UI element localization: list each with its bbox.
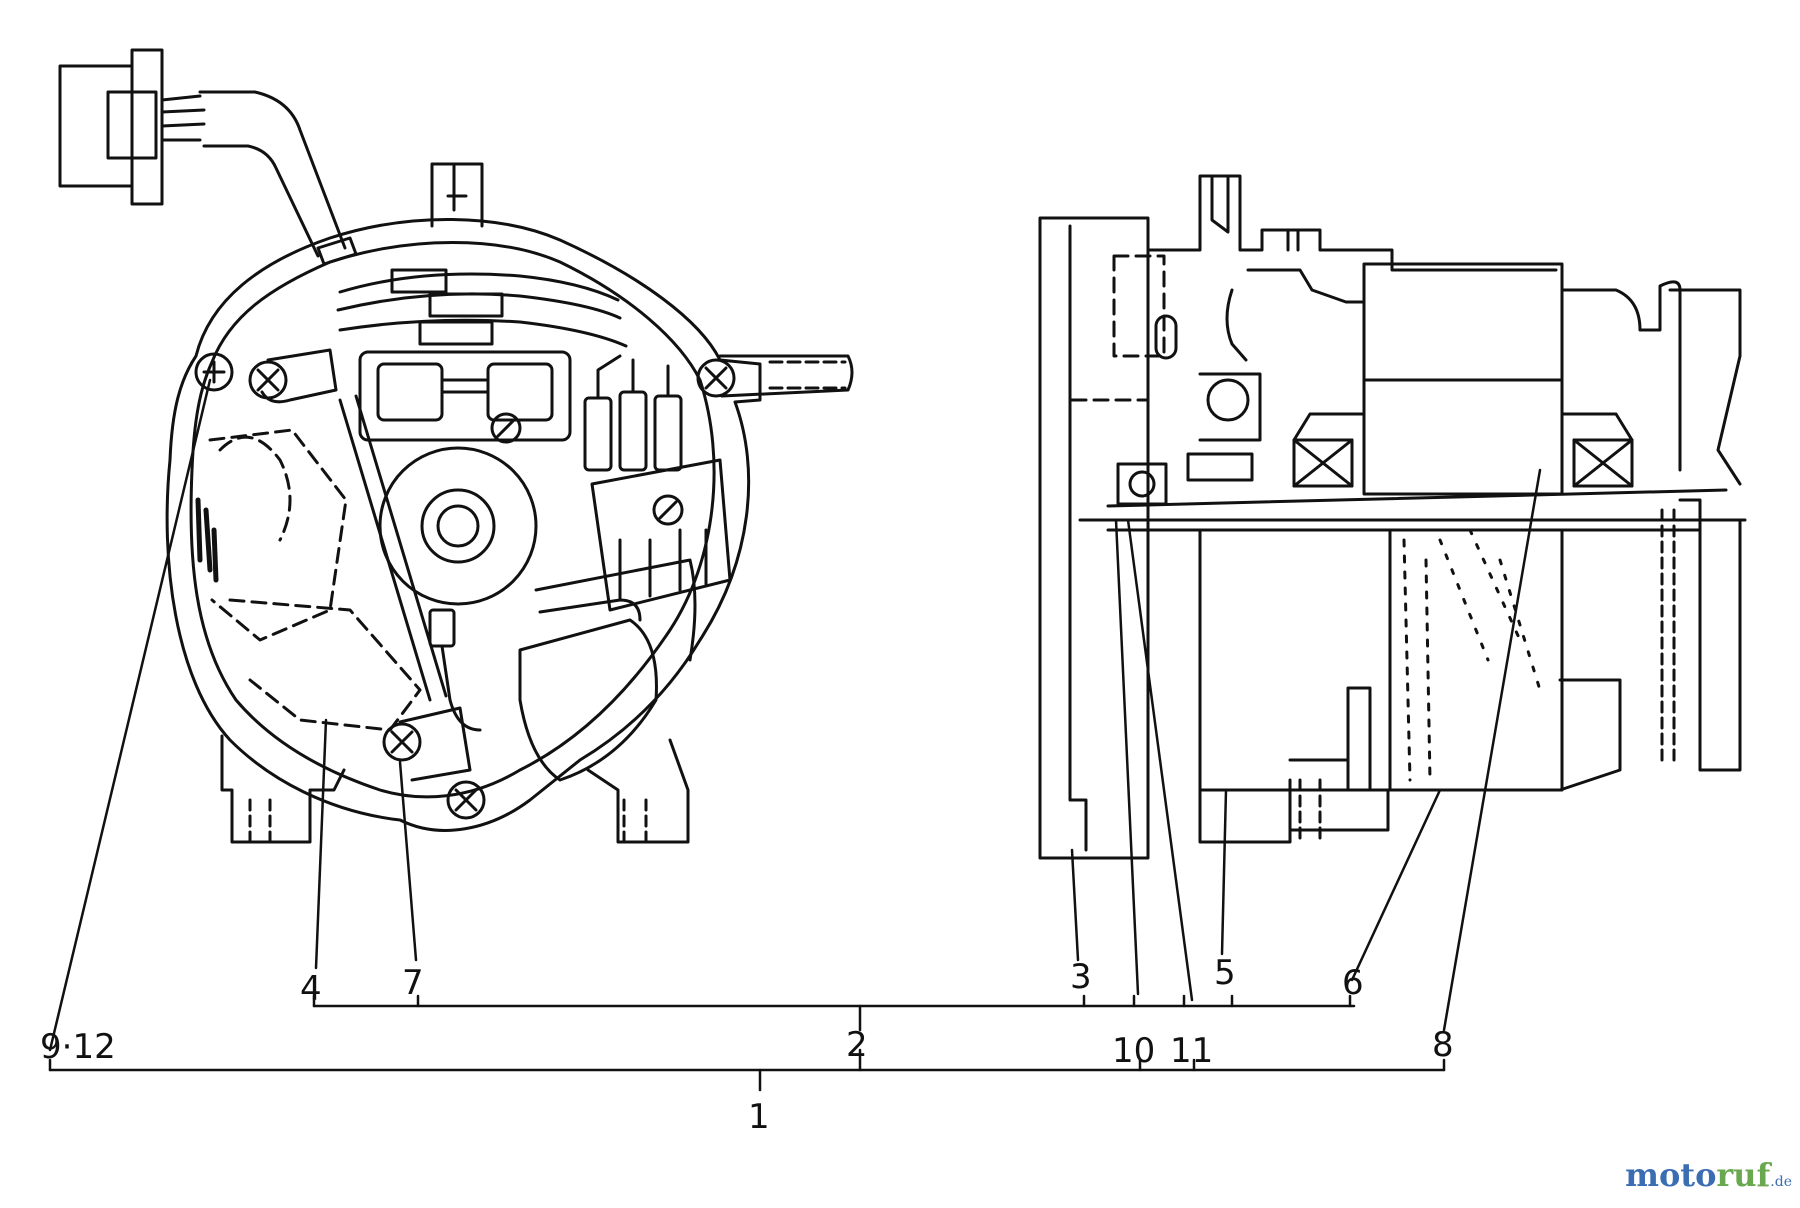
voltage-regulator [590, 458, 732, 612]
screw-icon [382, 722, 422, 762]
screw-icon [194, 352, 234, 392]
rotor-shaft [1078, 488, 1747, 532]
stator-core [1388, 528, 1564, 792]
wire-connector-plug [58, 48, 358, 266]
bottom-mounting-feet [220, 734, 690, 844]
callout-8: 8 [1432, 1025, 1454, 1065]
callout-leaders [48, 378, 1542, 1092]
callout-5: 5 [1214, 953, 1236, 993]
rectifier-terminals [583, 354, 683, 472]
callout-6: 6 [1342, 963, 1364, 1003]
screw-icon [490, 412, 522, 444]
housing-outline [165, 218, 762, 832]
callout-7: 7 [402, 963, 424, 1003]
rear-cover [1038, 216, 1150, 860]
rear-bearing [1116, 462, 1168, 506]
callout-labels: 4 7 3 5 6 2 10 11 8 9·12 1 [40, 953, 1454, 1137]
top-mounting-lug [430, 162, 484, 228]
screw-icon [446, 780, 486, 820]
hidden-brush-box [1070, 254, 1166, 402]
front-housing [1198, 528, 1392, 792]
callout-9-12: 9·12 [40, 1027, 116, 1067]
field-coil [1292, 412, 1634, 488]
small-diode [428, 608, 456, 648]
alternator-front-view [58, 48, 854, 844]
watermark-logo: motoruf.de [1625, 1156, 1792, 1194]
callout-10: 10 [1112, 1031, 1155, 1071]
spoke-window [518, 618, 658, 782]
screw-icon [696, 358, 736, 398]
screw-icon [248, 360, 288, 400]
callout-2: 2 [846, 1025, 868, 1065]
alternator-side-section-view [1038, 174, 1747, 860]
hidden-stator-outline [208, 428, 422, 732]
shaft-center [378, 446, 538, 606]
callout-11: 11 [1170, 1031, 1213, 1071]
bearing-nut [1206, 378, 1250, 422]
callout-4: 4 [300, 969, 322, 1009]
brush-holder [358, 350, 572, 442]
callout-3: 3 [1070, 957, 1092, 997]
right-ear-lug [718, 354, 854, 398]
callout-1: 1 [748, 1097, 770, 1137]
wiring-harness [336, 268, 628, 348]
